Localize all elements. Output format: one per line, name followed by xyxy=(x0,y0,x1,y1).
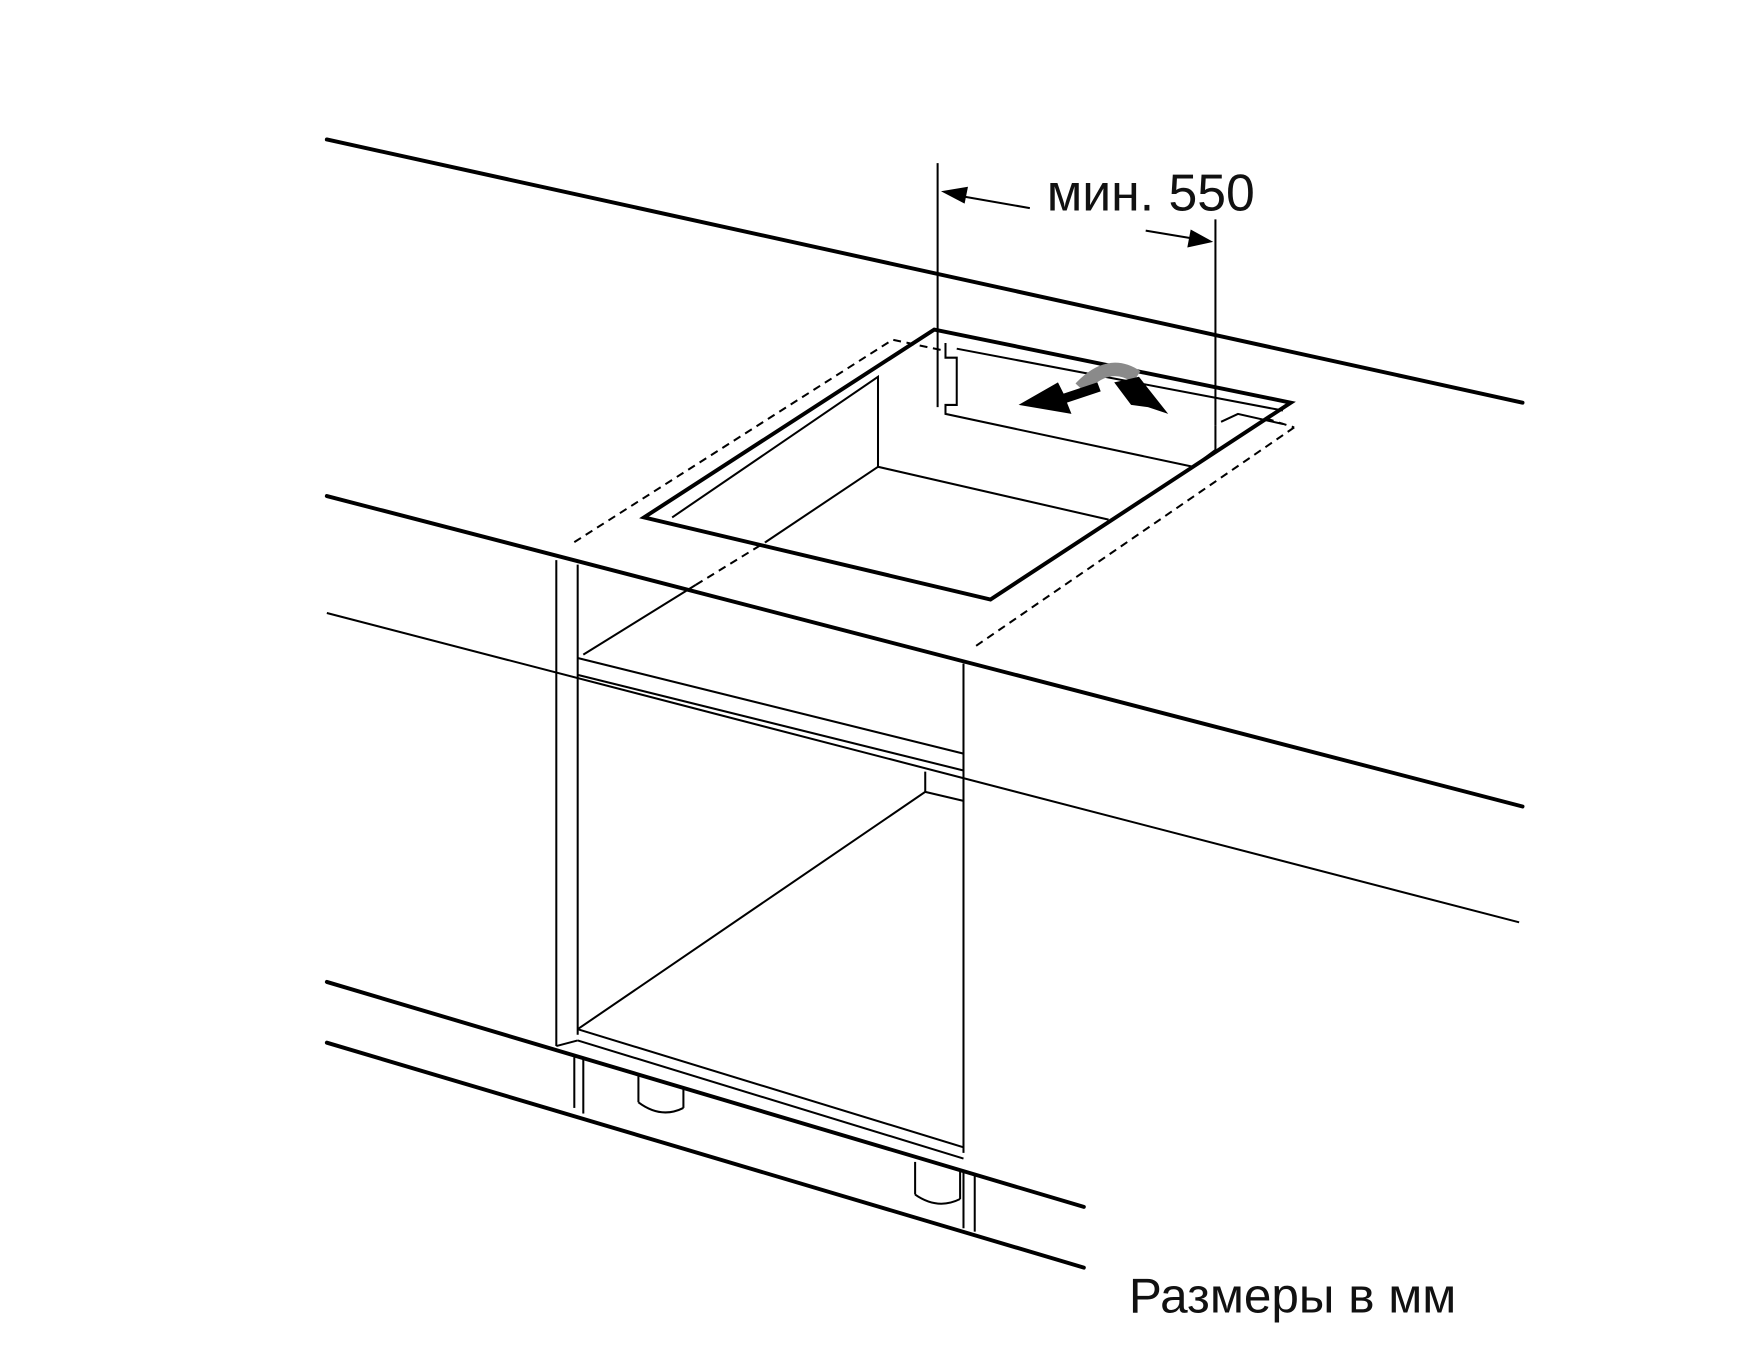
cabinet-corner xyxy=(556,1039,578,1048)
cutout-inner-edge xyxy=(671,374,1109,521)
cabinet-foot xyxy=(637,1076,685,1114)
cabinet-outline-dashed xyxy=(695,541,767,586)
hob-cutout-outline xyxy=(639,327,1296,602)
dimension-arrow-left-icon xyxy=(940,186,968,204)
cabinet-outline-dashed xyxy=(1265,417,1295,429)
cabinet-inner-edge xyxy=(582,584,697,656)
cabinet-floor xyxy=(577,1028,964,1149)
cutout-right-corner xyxy=(1220,412,1284,426)
countertop-front-edge xyxy=(324,494,1525,809)
cabinet-inner-edge xyxy=(577,771,927,1031)
dimension-line-left xyxy=(958,194,1031,210)
insert-down-arrow-icon xyxy=(1114,376,1169,414)
cabinet-inner-edge xyxy=(925,790,964,802)
cutout-back-ledge xyxy=(956,347,1284,412)
countertop-back-edge xyxy=(324,137,1525,405)
cabinet-floor xyxy=(577,1039,964,1160)
countertop-underside-line xyxy=(326,612,1520,924)
cutout-right-corner xyxy=(1192,425,1217,468)
cabinet-outline-dashed xyxy=(974,426,1295,648)
insertion-curve-arrow-icon xyxy=(1075,362,1141,393)
cutout-inner-edge xyxy=(764,465,879,543)
cabinet-foot xyxy=(914,1161,962,1205)
dimension-line-right xyxy=(1145,229,1194,240)
plinth-bottom-line xyxy=(324,1040,1086,1270)
cabinet-rail xyxy=(577,673,964,772)
dimension-arrow-right-icon xyxy=(1187,229,1214,248)
units-note: Размеры в мм xyxy=(1129,1269,1456,1324)
insert-forward-arrow-icon xyxy=(1018,382,1101,414)
cutout-back-recess xyxy=(944,343,1194,468)
cabinet-rail xyxy=(577,657,964,755)
dimension-label: мин. 550 xyxy=(1047,163,1255,221)
cabinet-outline-dashed xyxy=(573,338,946,544)
plinth-top-line xyxy=(324,979,1086,1209)
